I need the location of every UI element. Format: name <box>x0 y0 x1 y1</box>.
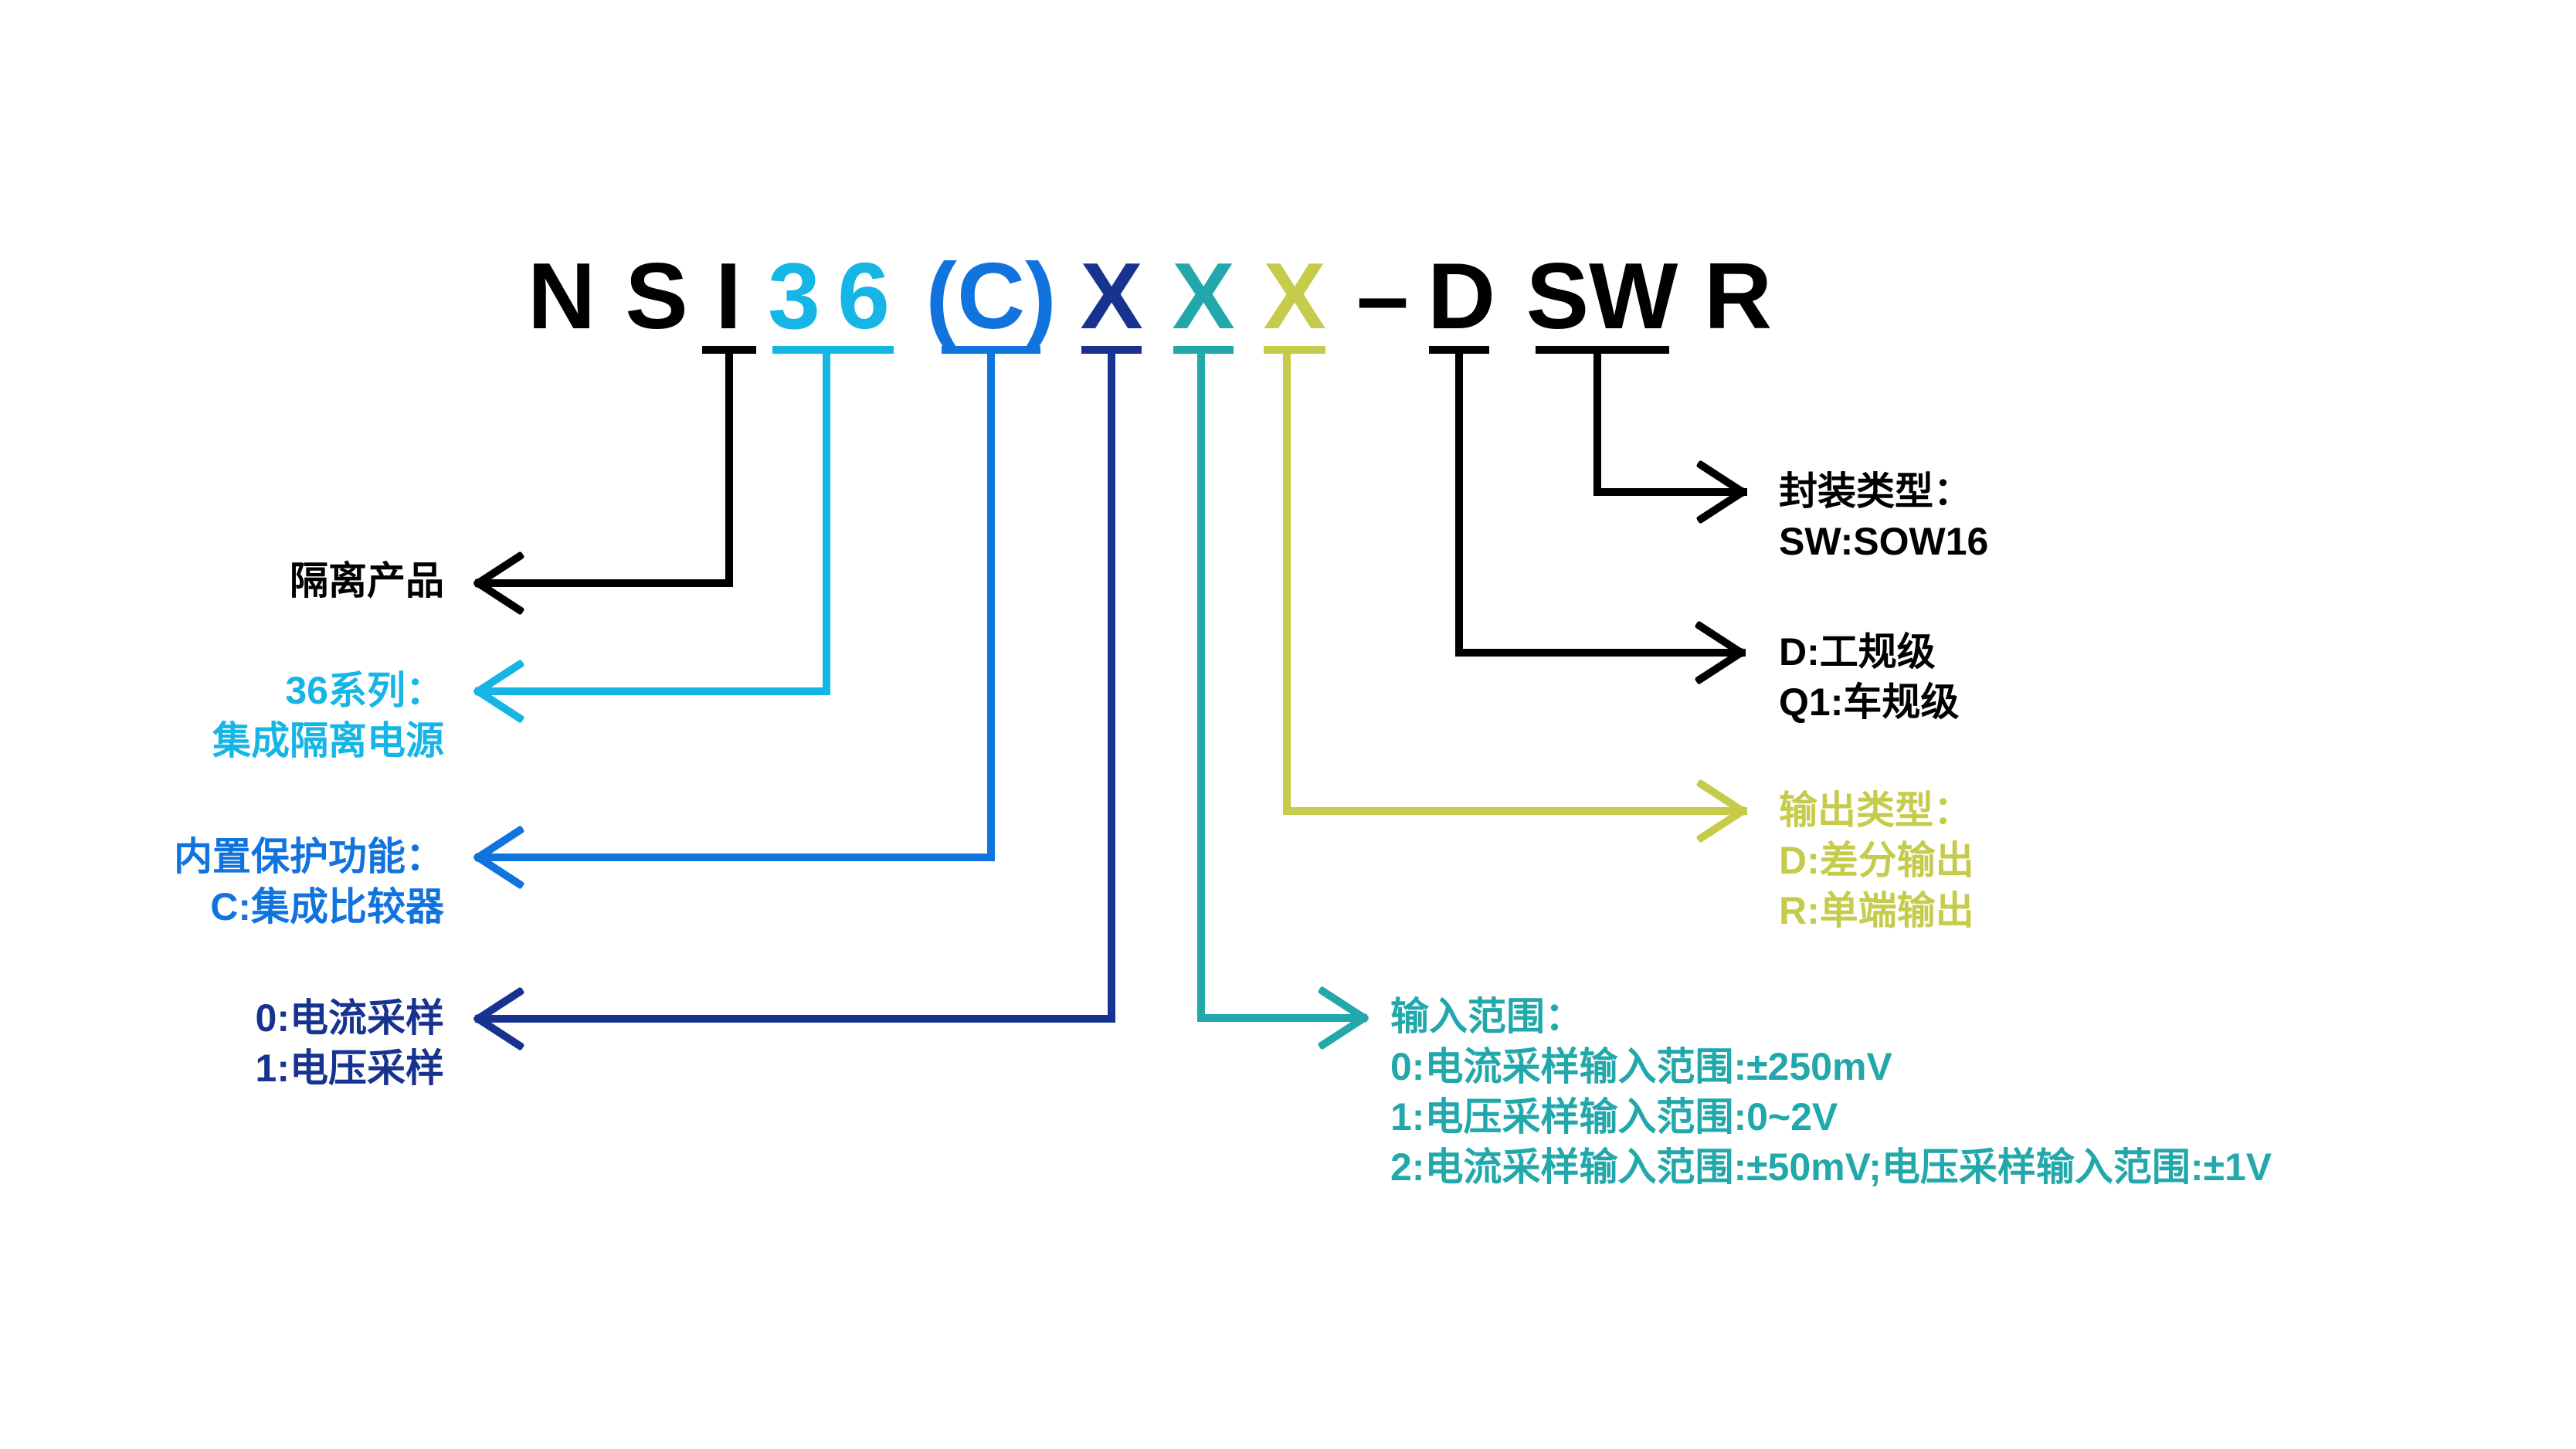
part-number-segment: X <box>1172 243 1235 348</box>
callout-package-label: 封装类型： SW:SOW16 <box>1779 467 1988 567</box>
connector-line <box>1593 346 1601 496</box>
callout-protection-label: 内置保护功能： C:集成比较器 <box>174 832 444 932</box>
label-line: 1:电压采样输入范围:0~2V <box>1390 1095 1838 1138</box>
part-number-segment: N <box>527 243 596 348</box>
connector-line <box>475 579 733 587</box>
callout-grade-label: D:工规级 Q1:车规级 <box>1779 627 1959 728</box>
label-line: D:差分输出 <box>1779 839 1974 882</box>
part-number-segment: X <box>1080 243 1143 348</box>
part-number-segment: S <box>625 243 688 348</box>
part-number-segment: 6 <box>837 243 890 348</box>
label-line: C:集成比较器 <box>210 885 444 928</box>
callout-isolation-label: 隔离产品 <box>290 556 444 606</box>
label-line: Q1:车规级 <box>1779 680 1960 724</box>
connector-line <box>1455 346 1463 657</box>
callout-sampling-label: 0:电流采样 1:电压采样 <box>256 993 444 1094</box>
tick-mark <box>1536 346 1669 354</box>
tick-mark <box>772 346 894 354</box>
label-line: 内置保护功能： <box>174 835 444 878</box>
tick-mark <box>1264 346 1325 354</box>
part-number-segment: I <box>715 243 742 348</box>
label-line: 封装类型： <box>1779 470 1972 513</box>
connector-line <box>475 853 995 861</box>
label-line: 36系列： <box>285 669 444 712</box>
connector-line <box>1197 346 1205 1022</box>
callout-input-range-label: 输入范围： 0:电流采样输入范围:±250mV 1:电压采样输入范围:0~2V … <box>1390 992 2272 1193</box>
connector-line <box>1455 649 1746 657</box>
label-line: 1:电压采样 <box>255 1047 444 1090</box>
connector-line <box>725 346 733 587</box>
part-number-segment: SW <box>1526 243 1678 348</box>
callout-series-label: 36系列： 集成隔离电源 <box>212 666 444 766</box>
connector-line <box>1593 488 1747 496</box>
part-number-segment: (C) <box>925 243 1057 348</box>
callout-output-type-label: 输出类型： D:差分输出 R:单端输出 <box>1779 786 1974 936</box>
label-line: D:工规级 <box>1779 630 1936 674</box>
connector-line <box>475 687 830 695</box>
label-line: 2:电流采样输入范围:±50mV;电压采样输入范围:±1V <box>1390 1145 2272 1189</box>
part-number-segment: R <box>1703 243 1773 348</box>
label-line: 0:电流采样 <box>255 996 444 1040</box>
connector-line <box>1283 346 1291 815</box>
label-line: R:单端输出 <box>1779 889 1974 932</box>
label-line: 输入范围： <box>1390 995 1583 1038</box>
connector-line <box>475 1015 1115 1023</box>
label-line: 集成隔离电源 <box>212 719 444 762</box>
connector-line <box>1197 1014 1367 1022</box>
label-line: 隔离产品 <box>290 559 444 602</box>
connector-line <box>987 346 995 861</box>
part-number-dash: – <box>1356 243 1409 348</box>
connector-line <box>823 346 830 695</box>
connector-line <box>1108 346 1115 1023</box>
part-number-segment: 3 <box>768 243 820 348</box>
label-line: SW:SOW16 <box>1779 520 1989 563</box>
connector-line <box>1283 807 1747 815</box>
part-number-segment: X <box>1263 243 1326 348</box>
label-line: 0:电流采样输入范围:±250mV <box>1390 1045 1892 1088</box>
label-line: 输出类型： <box>1779 789 1972 832</box>
part-number-segment: D <box>1427 243 1496 348</box>
